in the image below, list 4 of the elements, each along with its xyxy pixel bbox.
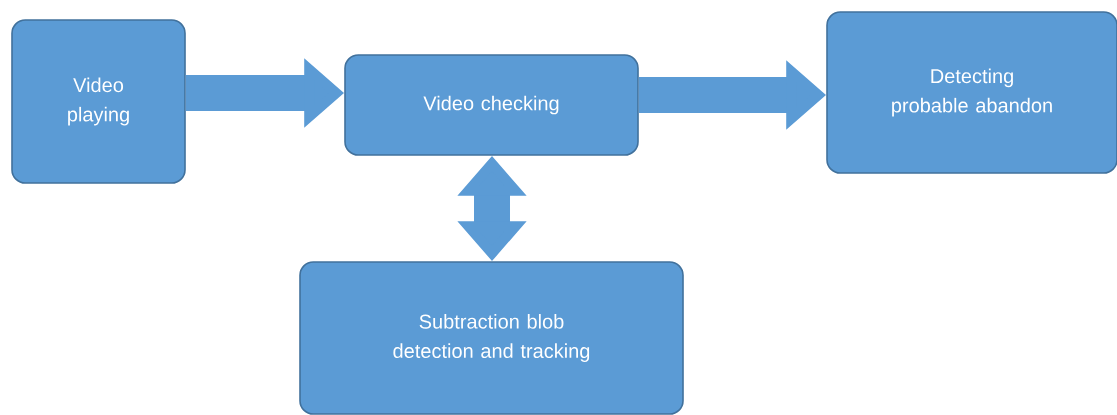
process-box: Video playing	[11, 19, 186, 184]
process-box: Detecting probable abandon	[826, 11, 1117, 174]
process-box: Video checking	[344, 54, 639, 156]
process-box: Subtraction blob detection and tracking	[299, 261, 684, 415]
